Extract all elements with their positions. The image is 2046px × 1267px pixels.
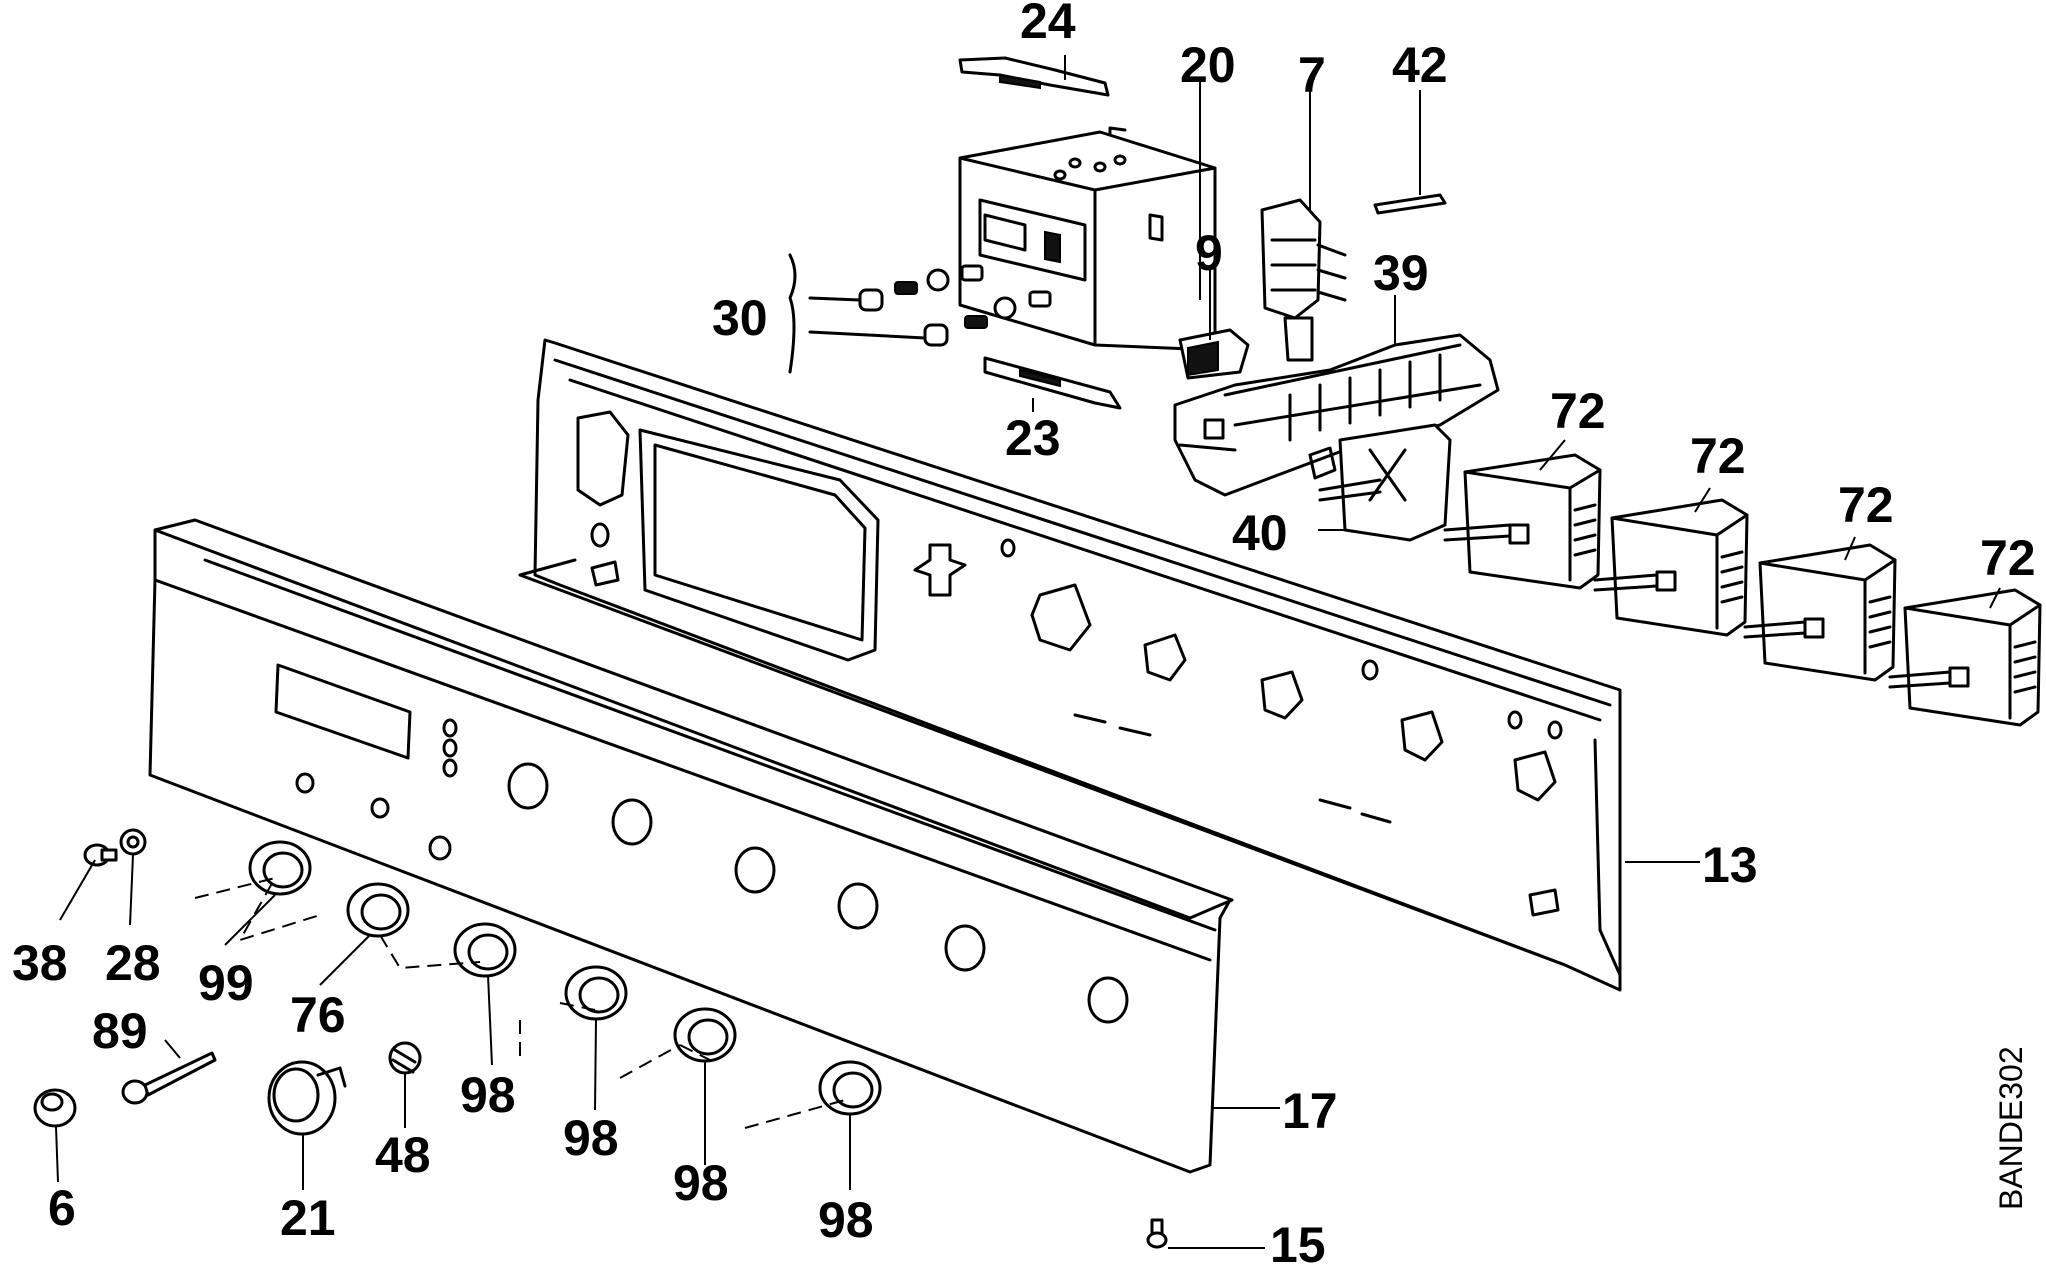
bezel-ring-98-a	[453, 922, 517, 978]
switch-bracket-7	[1260, 198, 1347, 362]
mounting-panel-13	[518, 338, 1622, 992]
bezel-ring-98-b	[564, 965, 628, 1021]
callout-40: 40	[1232, 505, 1288, 561]
callout-98-d: 98	[818, 1192, 874, 1248]
camshaft-assembly-39	[1173, 333, 1500, 497]
callout-21: 21	[280, 1190, 336, 1246]
callout-30: 30	[712, 290, 768, 346]
indicator-lamps-30	[788, 253, 1052, 374]
control-unit-72-d	[1888, 588, 2042, 727]
callout-98-c: 98	[673, 1155, 729, 1211]
callout-72-b: 72	[1690, 428, 1746, 484]
valve-block-40	[1318, 423, 1452, 542]
top-rail-24	[958, 56, 1110, 97]
spring-48	[388, 1041, 422, 1075]
callout-7: 7	[1298, 47, 1326, 103]
callout-15: 15	[1270, 1217, 1326, 1267]
callout-38: 38	[12, 935, 68, 991]
bottom-rail-23	[983, 356, 1122, 410]
screw-38	[83, 843, 118, 867]
callout-76: 76	[290, 987, 346, 1043]
callout-39: 39	[1373, 245, 1429, 301]
callout-89: 89	[92, 1003, 148, 1059]
callout-28: 28	[105, 935, 161, 991]
timer-box-20	[958, 126, 1217, 352]
callout-13: 13	[1702, 837, 1758, 893]
callout-72-c: 72	[1838, 477, 1894, 533]
callout-6: 6	[48, 1180, 76, 1236]
callout-23: 23	[1005, 410, 1061, 466]
control-unit-72-b	[1593, 498, 1749, 637]
callout-98-a: 98	[460, 1067, 516, 1123]
callout-72-a: 72	[1550, 383, 1606, 439]
diagram-reference-code: BANDE302	[1993, 1046, 2029, 1210]
pin-42	[1373, 193, 1447, 215]
callout-99: 99	[198, 955, 254, 1011]
screw-15	[1146, 1218, 1168, 1249]
callouts: 24 20 7 42 9 39 30 23 40 72 72 72 72 13 …	[12, 0, 2036, 1267]
knob-21	[267, 1060, 347, 1136]
callout-24: 24	[1020, 0, 1076, 49]
control-unit-72-c	[1743, 543, 1897, 682]
long-screw-89	[121, 1051, 217, 1105]
cap-nut-6	[33, 1088, 77, 1128]
callout-48: 48	[375, 1127, 431, 1183]
callout-17: 17	[1282, 1083, 1338, 1139]
bezel-ring-76	[346, 882, 410, 938]
callout-9: 9	[1195, 225, 1223, 281]
leader-lines	[55, 55, 2001, 1249]
callout-72-d: 72	[1980, 530, 2036, 586]
bezel-ring-98-c	[673, 1007, 737, 1063]
switch-block-9	[1178, 328, 1250, 380]
washer-28	[119, 828, 147, 856]
bezel-ring-99	[248, 840, 312, 896]
callout-98-b: 98	[563, 1110, 619, 1166]
callout-20: 20	[1180, 37, 1236, 93]
front-panel-17	[148, 518, 1234, 1174]
bezel-ring-98-d	[818, 1060, 882, 1116]
control-unit-72-a	[1443, 453, 1602, 590]
callout-42: 42	[1392, 37, 1448, 93]
